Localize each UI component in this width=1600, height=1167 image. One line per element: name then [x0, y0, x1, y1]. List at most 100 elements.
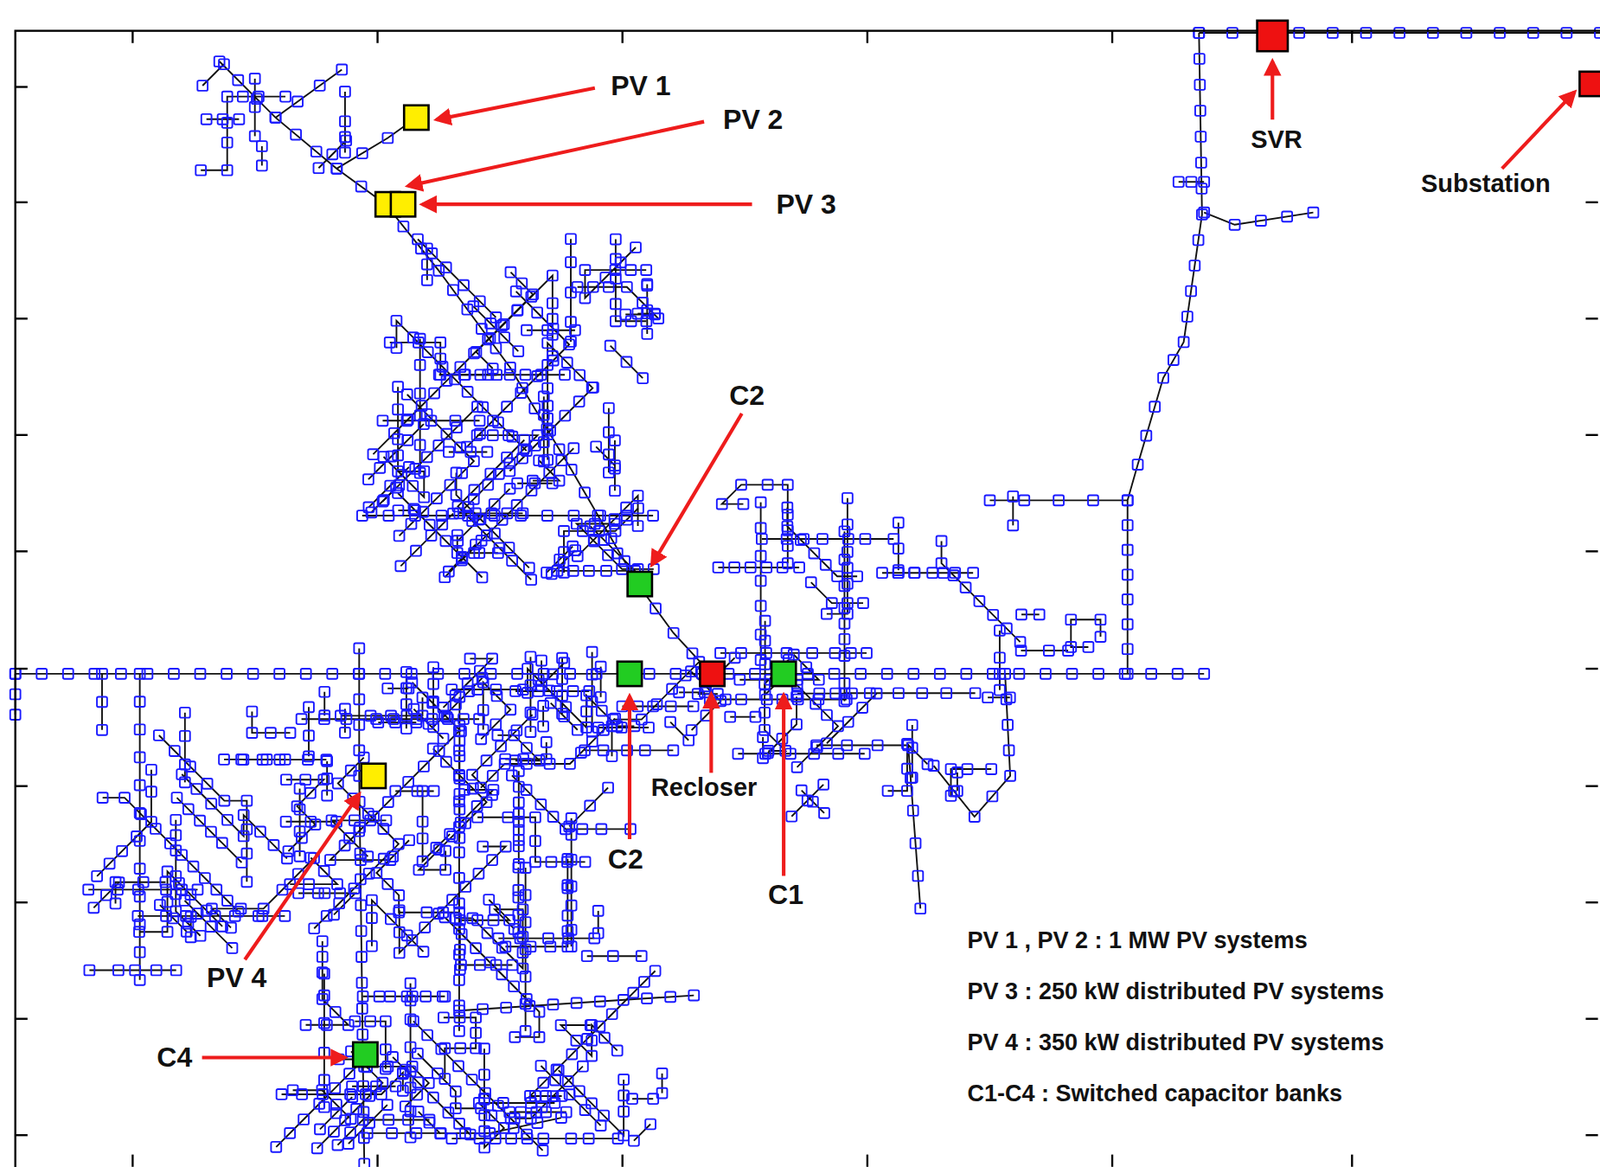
bus-node [962, 763, 973, 775]
bus-node [1327, 27, 1338, 39]
plot-frame [15, 31, 1600, 1167]
axis-tick [15, 785, 28, 788]
recloser-marker [699, 661, 724, 686]
feeder-line [542, 705, 544, 727]
bus-node [170, 870, 181, 882]
bus-node [142, 668, 154, 679]
bus-node [1034, 608, 1045, 620]
bus-node [970, 687, 981, 698]
bus-node [1122, 643, 1133, 654]
axis-tick [1111, 31, 1114, 44]
bus-node [270, 112, 282, 123]
bus-node [909, 567, 921, 578]
bus-node [358, 1114, 369, 1126]
bus-node [510, 755, 521, 766]
bus-node [562, 879, 573, 890]
bus-node [470, 1011, 481, 1023]
bus-node [441, 756, 452, 768]
bus-node [565, 1132, 576, 1144]
feeder-line [417, 239, 496, 318]
feeder-line [387, 687, 409, 690]
bus-node [542, 383, 553, 394]
bus-node [345, 1113, 357, 1124]
bus-node [415, 467, 426, 479]
bus-node [339, 703, 351, 714]
bus-node [1083, 641, 1095, 653]
bus-node [782, 479, 794, 490]
bus-node [481, 796, 493, 807]
bus-node [433, 440, 444, 451]
bus-node [526, 485, 538, 496]
bus-node [344, 1068, 355, 1079]
bus-node [217, 114, 229, 125]
bus-node [636, 714, 647, 725]
bus-node [952, 785, 963, 796]
bus-node [172, 792, 183, 803]
bus-node [353, 719, 365, 730]
bus-node [298, 1113, 309, 1125]
bus-node [467, 1074, 478, 1085]
bus-node [535, 799, 546, 810]
bus-node [386, 451, 397, 462]
bus-node [495, 741, 506, 752]
bus-node [393, 505, 404, 516]
bus-node [893, 687, 904, 698]
feeder-line [15, 672, 1205, 675]
bus-node [403, 776, 414, 788]
bus-node [821, 710, 832, 721]
bus-node [441, 262, 452, 273]
bus-node [792, 761, 803, 773]
bus-node [967, 567, 979, 578]
bus-node [256, 160, 268, 172]
bus-node [521, 784, 532, 795]
bus-node [300, 1019, 312, 1031]
bus-node [353, 668, 365, 679]
bus-node [688, 701, 699, 712]
bus-node [201, 114, 212, 125]
bus-node [530, 1090, 541, 1101]
bus-node [603, 281, 615, 293]
bus-node [384, 480, 396, 492]
bus-node [417, 691, 429, 703]
bus-node [628, 1135, 640, 1146]
bus-node [345, 1126, 356, 1138]
axis-tick [1585, 901, 1598, 903]
bus-node [513, 781, 525, 793]
bus-node [577, 525, 589, 537]
bus-node [839, 580, 851, 591]
bus-node [393, 838, 404, 850]
bus-node [316, 1084, 327, 1095]
bus-node [558, 567, 570, 578]
bus-node [387, 1051, 398, 1063]
leader-arrow [408, 121, 704, 186]
bus-node [454, 773, 465, 784]
bus-node [505, 369, 516, 380]
bus-node [1196, 183, 1207, 194]
bus-node [568, 685, 579, 697]
bus-node [439, 710, 450, 721]
bus-node [550, 1075, 561, 1086]
bus-node [314, 80, 326, 91]
bus-node [603, 427, 615, 438]
bus-node [222, 137, 233, 148]
bus-node [644, 668, 655, 679]
bus-node [569, 544, 581, 556]
bus-node [451, 467, 462, 479]
bus-node [403, 461, 415, 473]
bus-node [802, 794, 813, 806]
bus-node [657, 1068, 668, 1079]
bus-node [401, 666, 412, 678]
bus-node [755, 576, 767, 587]
bus-node [571, 998, 583, 1009]
bus-node [439, 1043, 450, 1054]
feeder-line [467, 291, 570, 448]
bus-node [313, 888, 324, 899]
bus-node [652, 313, 664, 324]
feeder-line [281, 1072, 404, 1095]
bus-node [512, 862, 524, 873]
axis-tick [1585, 317, 1598, 320]
bus-node [832, 570, 843, 582]
bus-node [454, 441, 466, 453]
bus-node [300, 668, 312, 679]
bus-node [347, 793, 359, 804]
